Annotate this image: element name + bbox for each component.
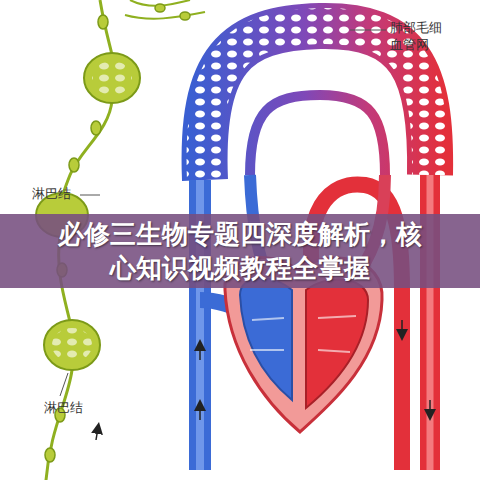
flow-arrow (96, 320, 430, 440)
part-label: 淋巴结 (32, 186, 71, 203)
leader-line (60, 30, 386, 396)
part-label: 肺部毛细血管网 (390, 20, 442, 54)
part-label: 淋巴结 (44, 400, 83, 417)
lymph-node-shape (36, 53, 140, 370)
banner-title: 必修三生物专题四深度解析，核心知识视频教程全掌握 (57, 217, 423, 285)
